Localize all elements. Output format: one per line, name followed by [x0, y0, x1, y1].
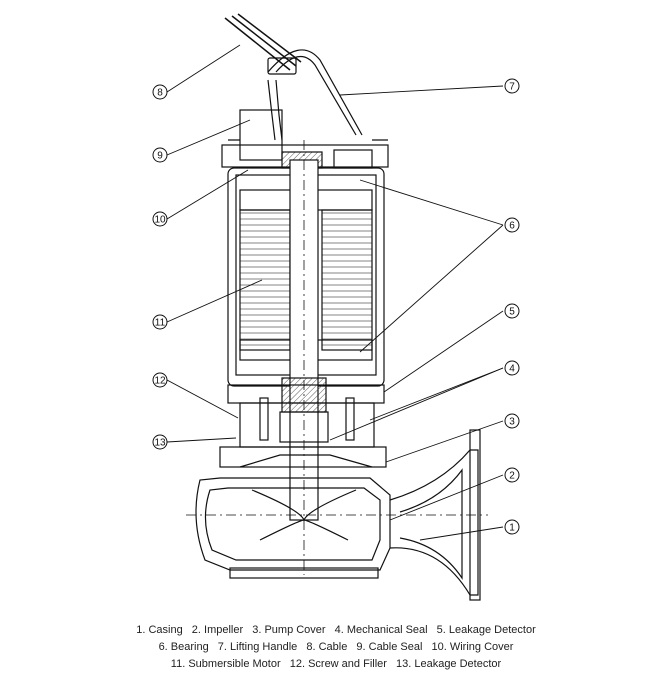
- pump-cross-section-diagram: 8 7 9 10 6 11 5 12 4 3 13 2 1: [152, 13, 520, 601]
- callout-circle: [504, 519, 520, 535]
- callout-circle: [152, 147, 168, 163]
- callout-10: 10: [152, 211, 168, 227]
- callout-circle: [504, 78, 520, 94]
- callout-number: 8: [157, 88, 163, 99]
- legend-item: 5. Leakage Detector: [436, 624, 536, 636]
- legend-line-1: 1. Casing 2. Impeller 3. Pump Cover 4. M…: [0, 624, 672, 636]
- callout-circle: [152, 372, 168, 388]
- callout-circle: [504, 413, 520, 429]
- legend-item: 12. Screw and Filler: [289, 658, 387, 670]
- callout-2: 2: [504, 467, 520, 483]
- legend-item: 7. Lifting Handle: [217, 641, 298, 653]
- callout-number: 4: [509, 364, 515, 375]
- callout-markers: 8 7 9 10 6 11 5 12 4 3 13 2 1: [152, 78, 520, 535]
- handle-clamp: [267, 57, 297, 75]
- callout-9: 9: [152, 147, 168, 163]
- callout-number: 2: [509, 471, 515, 482]
- legend-line-3: 11. Submersible Motor 12. Screw and Fill…: [0, 658, 672, 670]
- pump-cover: [219, 446, 387, 468]
- callout-4: 4: [504, 360, 520, 376]
- callout-circle: [504, 360, 520, 376]
- callout-3: 3: [504, 413, 520, 429]
- callout-number: 7: [509, 82, 515, 93]
- legend-item: 8. Cable: [306, 641, 348, 653]
- legend-item: 2. Impeller: [191, 624, 244, 636]
- callout-8: 8: [152, 84, 168, 100]
- leader-lines: [166, 44, 504, 541]
- callout-number: 9: [157, 151, 163, 162]
- callout-circle: [152, 434, 168, 450]
- callout-circle: [152, 211, 168, 227]
- callout-number: 6: [509, 221, 515, 232]
- legend-item: 9. Cable Seal: [356, 641, 423, 653]
- cable: [224, 13, 302, 141]
- callout-number: 5: [509, 307, 515, 318]
- legend-item: 10. Wiring Cover: [431, 641, 514, 653]
- legend-item: 6. Bearing: [158, 641, 209, 653]
- callout-5: 5: [504, 303, 520, 319]
- callout-number: 1: [509, 523, 515, 534]
- callout-circle: [152, 84, 168, 100]
- callout-12: 12: [152, 372, 168, 388]
- seal-chamber: [227, 377, 385, 448]
- callout-number: 12: [154, 376, 166, 387]
- casing: [195, 429, 481, 601]
- callout-circle: [504, 467, 520, 483]
- callout-number: 13: [154, 438, 166, 449]
- lifting-handle: [267, 49, 363, 136]
- legend-item: 3. Pump Cover: [252, 624, 326, 636]
- callout-number: 3: [509, 417, 515, 428]
- legend-item: 13. Leakage Detector: [396, 658, 502, 670]
- top-cover: [221, 109, 389, 169]
- callout-circle: [504, 217, 520, 233]
- callout-11: 11: [152, 314, 168, 330]
- callout-number: 10: [154, 215, 166, 226]
- callout-13: 13: [152, 434, 168, 450]
- callout-circle: [504, 303, 520, 319]
- legend-item: 11. Submersible Motor: [170, 658, 281, 670]
- legend-item: 4. Mechanical Seal: [334, 624, 428, 636]
- legend-line-2: 6. Bearing 7. Lifting Handle 8. Cable 9.…: [0, 641, 672, 653]
- callout-6: 6: [504, 217, 520, 233]
- legend-item: 1. Casing: [136, 624, 183, 636]
- callout-7: 7: [504, 78, 520, 94]
- callout-1: 1: [504, 519, 520, 535]
- callout-number: 11: [155, 318, 166, 329]
- callout-circle: [152, 314, 168, 330]
